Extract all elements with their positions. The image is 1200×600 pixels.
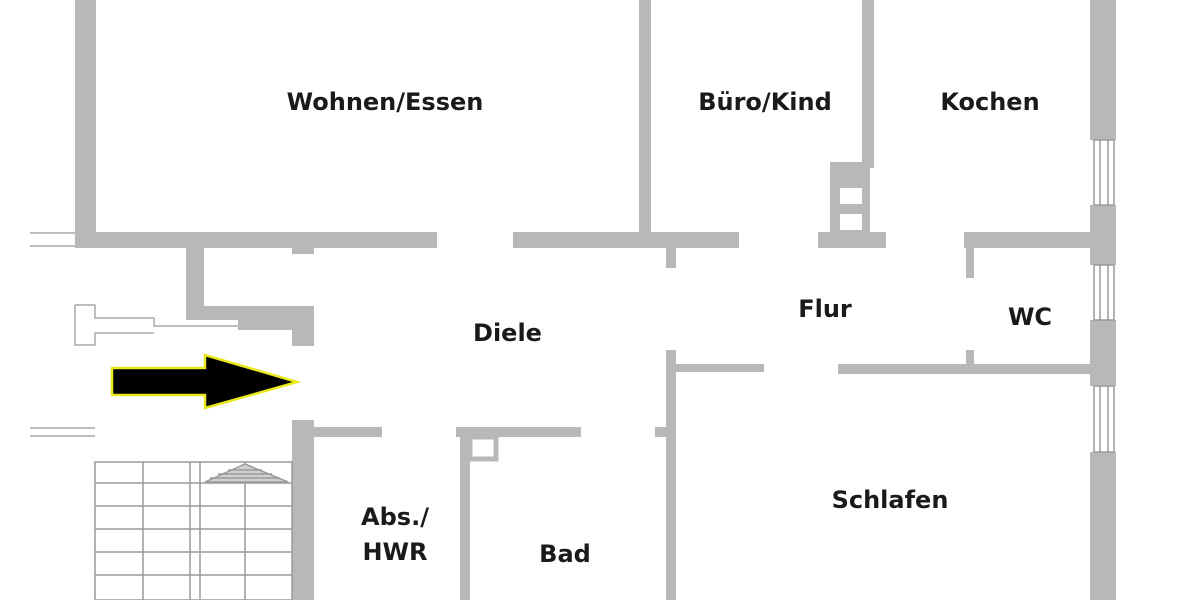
wall xyxy=(460,437,470,600)
room-label-kochen: Kochen xyxy=(940,88,1040,116)
windows xyxy=(1093,139,1115,453)
wall xyxy=(456,427,581,437)
room-label-buero: Büro/Kind xyxy=(698,88,832,116)
wall xyxy=(75,232,437,248)
wall xyxy=(639,0,651,248)
landing-lines xyxy=(30,232,238,437)
wall xyxy=(314,427,382,437)
window xyxy=(1093,385,1115,453)
room-label-diele: Diele xyxy=(473,319,542,347)
wall xyxy=(655,427,667,437)
room-label-schlafen: Schlafen xyxy=(831,486,949,514)
wall xyxy=(75,0,96,248)
wall xyxy=(862,0,874,168)
wall xyxy=(292,420,314,600)
room-label-abs-line1: Abs./ xyxy=(361,503,429,531)
wall xyxy=(838,364,1094,374)
staircase xyxy=(94,461,293,600)
chimney-flue xyxy=(840,188,862,204)
wall xyxy=(238,318,306,330)
wall xyxy=(966,350,974,364)
walls xyxy=(75,0,1116,600)
room-label-bad: Bad xyxy=(539,540,591,568)
wall xyxy=(186,232,204,318)
window xyxy=(1093,264,1115,321)
room-label-abs-hwr: Abs./ HWR xyxy=(340,500,450,570)
wall xyxy=(513,232,739,248)
wall xyxy=(818,232,886,248)
room-label-wc: WC xyxy=(1007,303,1053,331)
room-label-flur: Flur xyxy=(798,295,852,323)
wall xyxy=(292,236,314,254)
wall xyxy=(966,248,974,278)
wall xyxy=(666,350,676,600)
wall xyxy=(1090,320,1116,386)
shaft xyxy=(467,434,499,462)
room-label-wohnen: Wohnen/Essen xyxy=(286,88,484,116)
wall xyxy=(186,306,306,320)
room-label-abs-line2: HWR xyxy=(362,538,428,566)
wall xyxy=(666,248,676,268)
wall xyxy=(964,232,1104,248)
wall xyxy=(1090,452,1116,600)
chimney-flue xyxy=(840,214,862,230)
wall xyxy=(1090,0,1116,140)
window xyxy=(1093,139,1115,206)
wall xyxy=(676,364,764,372)
entrance-arrow-icon xyxy=(110,353,302,410)
